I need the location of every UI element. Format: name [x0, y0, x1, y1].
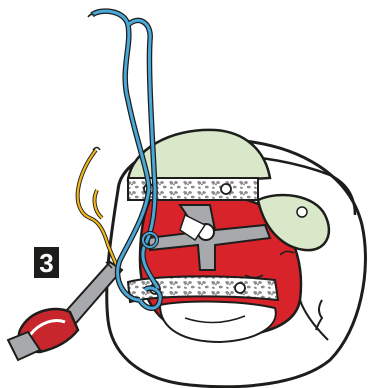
step-number: 3 [39, 250, 53, 276]
step-badge: 3 [34, 247, 59, 278]
